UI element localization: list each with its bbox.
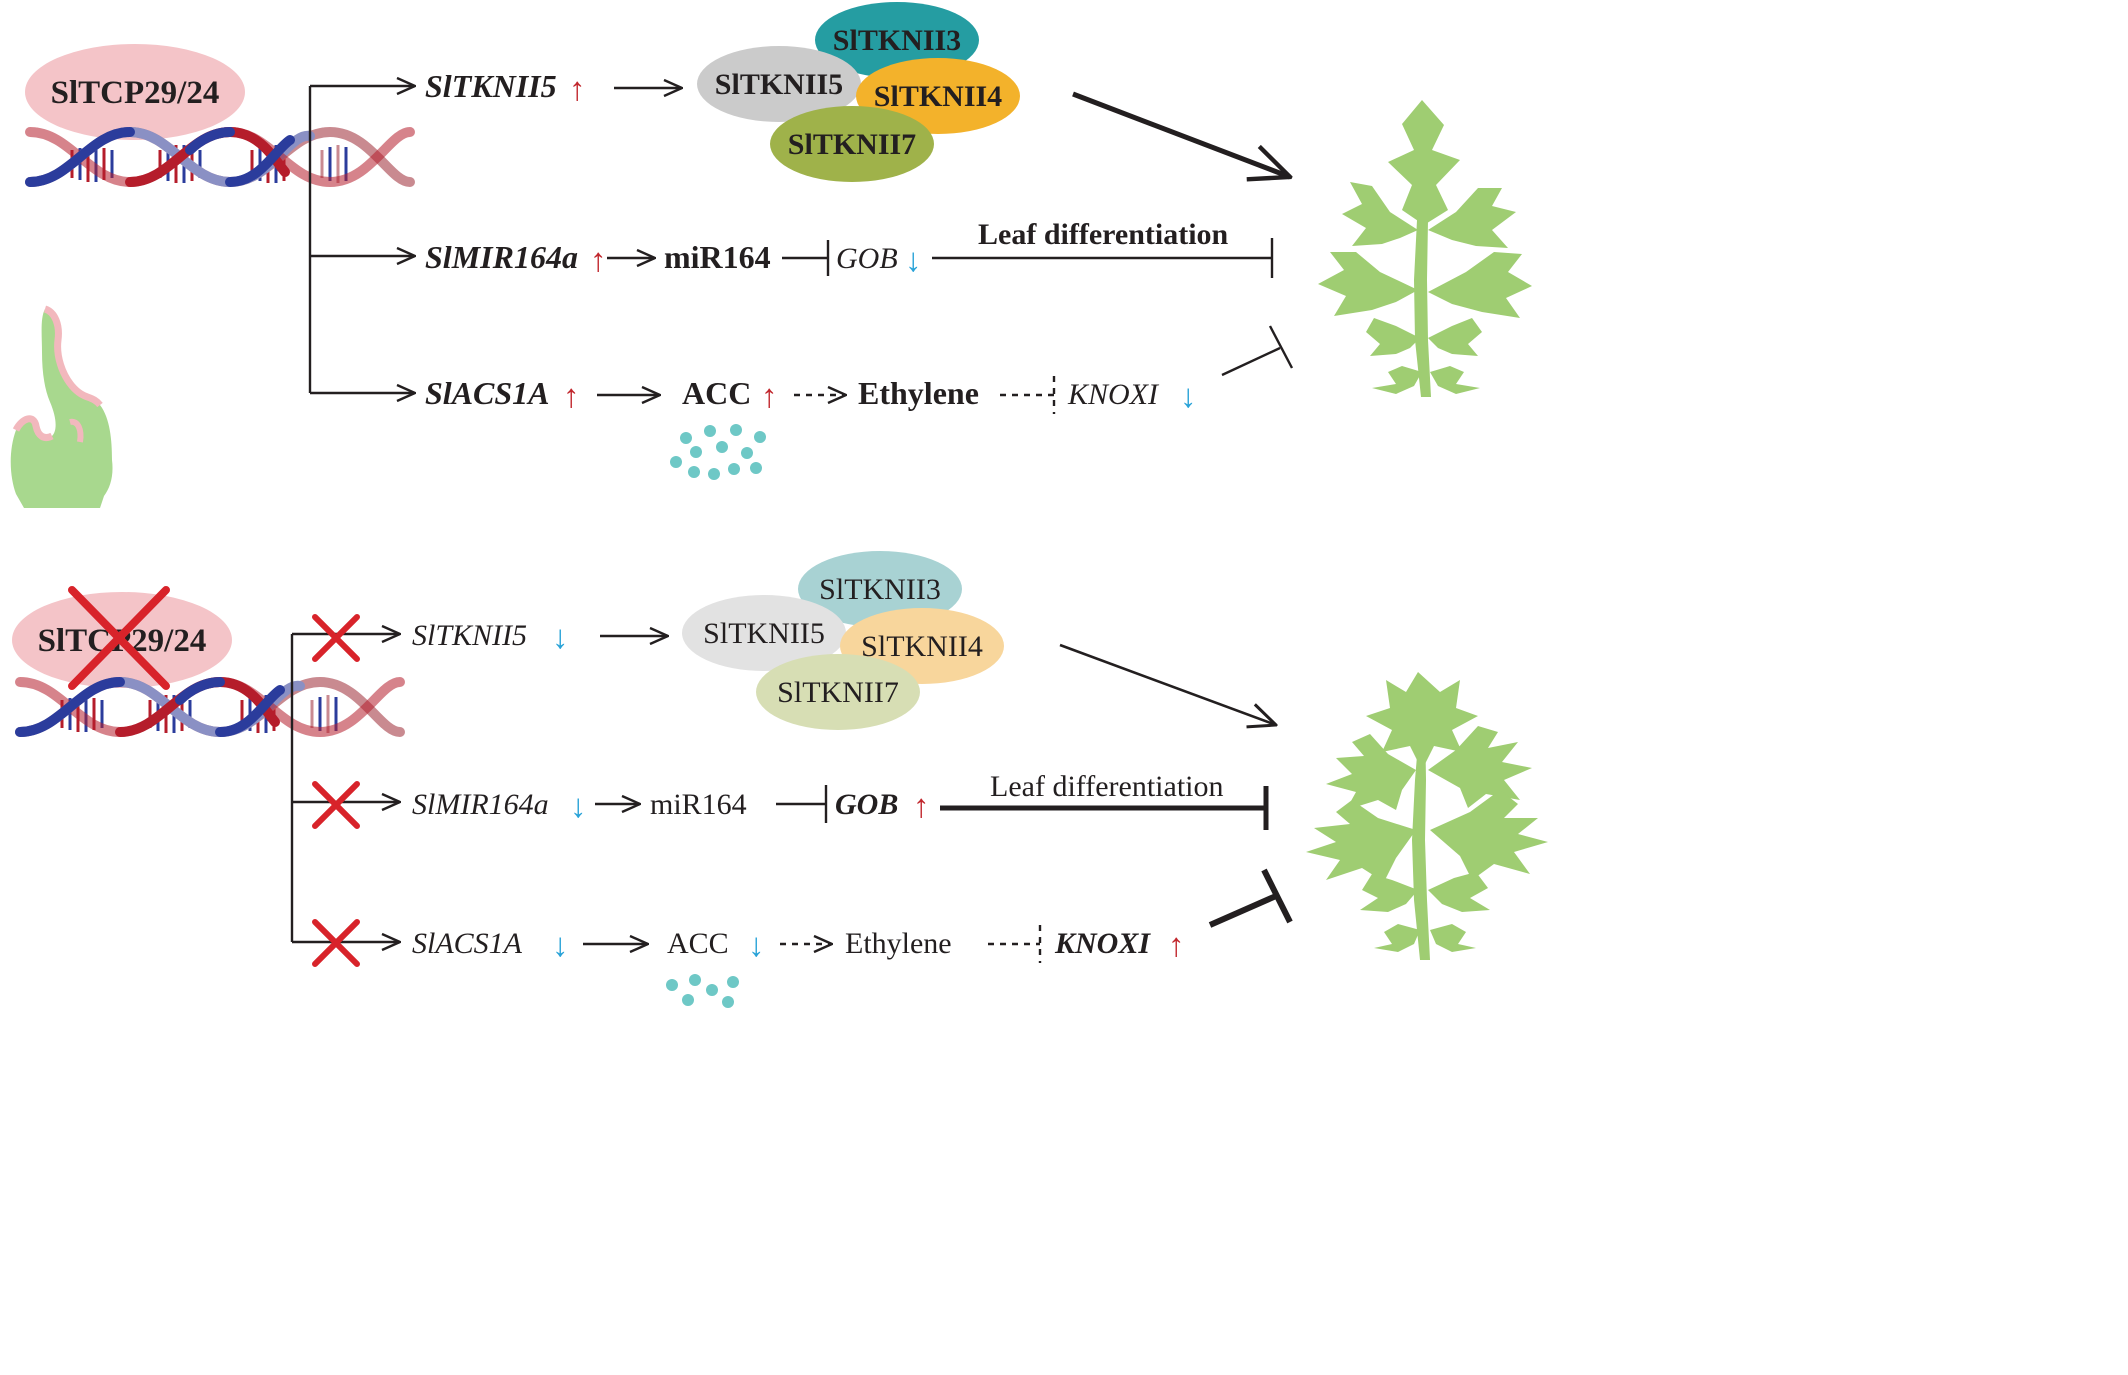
tcp-label-wt: SlTCP29/24: [51, 75, 220, 111]
gene-sltknii5-mut: SlTKNII5: [412, 619, 527, 652]
shoot-apex: [10, 305, 113, 508]
sltknii4-label-wt: SlTKNII4: [874, 80, 1002, 113]
sltknii7-ellipse-wt: [770, 106, 934, 182]
gene-slmir164a-mut: SlMIR164a: [412, 788, 549, 821]
sltknii5-label-wt: SlTKNII5: [715, 68, 843, 101]
down-arrow-acc-mut: ↓: [748, 928, 765, 964]
up-arrow-slacs1a-wt: ↑: [563, 379, 580, 415]
sltknii3-ellipse-mut: [798, 551, 962, 627]
compound-leaf-wt: [1318, 100, 1532, 397]
branch-block-crosses: [312, 614, 360, 967]
sltknii5-label-mut: SlTKNII5: [703, 617, 825, 650]
knox-inhibits-leaf-wt: [1221, 325, 1294, 377]
down-arrow-slmir164a-mut: ↓: [570, 789, 587, 825]
ethylene-inhibits-knox-wt: [1000, 376, 1056, 414]
down-arrow-slacs1a-mut: ↓: [552, 928, 569, 964]
sltknii7-ellipse-mut: [756, 654, 920, 730]
up-arrow-sltknii5-wt: ↑: [569, 72, 586, 108]
gene-slmir164a-wt: SlMIR164a: [425, 239, 578, 275]
sltknii7-label-mut: SlTKNII7: [777, 676, 899, 709]
knoxi-label-wt: KNOXI: [1067, 378, 1160, 411]
mutant-panel: SlTCP29/24: [12, 551, 1548, 1008]
tcp-ellipse-wt: [25, 44, 245, 140]
sltknii4-label-mut: SlTKNII4: [861, 630, 983, 663]
wildtype-panel: SlTCP29/24: [10, 2, 1532, 508]
gene-sltknii5-wt: SlTKNII5: [425, 68, 557, 104]
acc-label-mut: ACC: [667, 927, 729, 960]
acc-dots-mut: [666, 974, 739, 1008]
knox-inhibits-leaf-mut: [1208, 868, 1293, 928]
gob-label-mut: GOB: [835, 788, 898, 821]
dna-helix-wt: [25, 126, 415, 188]
tcp-knockout-cross: [68, 586, 170, 690]
gob-label-wt: GOB: [836, 242, 898, 275]
branch-connector-wt: [308, 86, 415, 393]
gene-slacs1a-mut: SlACS1A: [412, 927, 523, 960]
acc-dots-wt: [670, 424, 766, 480]
gob-inhibits-leaf-mut: [940, 786, 1269, 830]
branch-connector-mut: [290, 634, 400, 942]
sltknii5-ellipse-wt: [697, 46, 861, 122]
sltknii3-label-wt: SlTKNII3: [833, 24, 961, 57]
sltknii5-ellipse-mut: [682, 595, 846, 671]
down-arrow-knoxi-wt: ↓: [1180, 379, 1197, 415]
complex-to-leaf-arrow-mut: [1059, 643, 1276, 725]
sltknii7-label-wt: SlTKNII7: [788, 128, 916, 161]
tcp-regulation-diagram: SlTCP29/24: [10, 2, 1548, 1008]
down-arrow-sltknii5-mut: ↓: [552, 620, 569, 656]
tknii-complex-wt: SlTKNII3 SlTKNII5 SlTKNII4 SlTKNII7: [697, 2, 1020, 182]
mir164-inhibits-gob-mut: [776, 785, 828, 823]
ethylene-label-wt: Ethylene: [858, 375, 979, 411]
leaf-differentiation-label-mut: Leaf differentiation: [990, 770, 1224, 803]
up-arrow-gob-mut: ↑: [913, 789, 930, 825]
leaf-differentiation-label-wt: Leaf differentiation: [978, 218, 1229, 251]
gob-inhibits-leaf-wt: [932, 238, 1274, 278]
ethylene-inhibits-knox-mut: [988, 925, 1042, 963]
dna-helix-mut: [15, 676, 405, 738]
mir164-label-mut: miR164: [650, 788, 747, 821]
sltknii3-label-mut: SlTKNII3: [819, 573, 941, 606]
down-arrow-gob-wt: ↓: [905, 243, 922, 279]
up-arrow-acc-wt: ↑: [761, 379, 778, 415]
acc-label-wt: ACC: [682, 375, 751, 411]
gene-slacs1a-wt: SlACS1A: [425, 375, 550, 411]
mir164-inhibits-gob-wt: [782, 240, 830, 276]
ethylene-label-mut: Ethylene: [845, 927, 952, 960]
up-arrow-knoxi-mut: ↑: [1168, 928, 1185, 964]
up-arrow-slmir164a-wt: ↑: [590, 243, 607, 279]
knoxi-label-mut: KNOXI: [1054, 927, 1151, 960]
tknii-complex-mut: SlTKNII3 SlTKNII5 SlTKNII4 SlTKNII7: [682, 551, 1004, 730]
complex-to-leaf-arrow-wt: [1072, 91, 1290, 177]
mir164-label-wt: miR164: [664, 239, 771, 275]
compound-leaf-mut: [1306, 672, 1548, 960]
